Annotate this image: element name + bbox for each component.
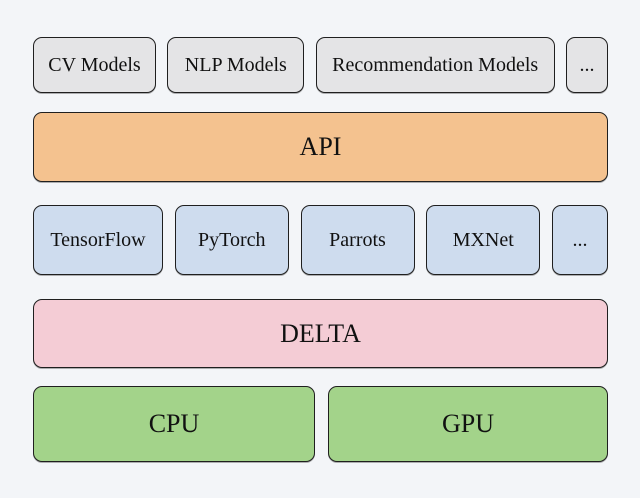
box-tensorflow: TensorFlow — [33, 205, 163, 275]
api-label: API — [299, 132, 342, 162]
cpu-label: CPU — [148, 409, 200, 439]
mxnet-label: MXNet — [452, 228, 514, 251]
frameworks-layer: TensorFlow PyTorch Parrots MXNet ... — [33, 205, 608, 275]
box-cpu: CPU — [33, 386, 315, 462]
box-recommendation-models: Recommendation Models — [315, 37, 555, 93]
box-gpu: GPU — [328, 386, 608, 462]
box-parrots: Parrots — [300, 205, 415, 275]
box-pytorch: PyTorch — [174, 205, 289, 275]
models-layer: CV Models NLP Models Recommendation Mode… — [33, 37, 608, 93]
recommendation-models-label: Recommendation Models — [332, 53, 539, 76]
box-frameworks-ellipsis: ... — [552, 205, 608, 275]
frameworks-ellipsis-label: ... — [572, 228, 588, 251]
nlp-models-label: NLP Models — [184, 53, 287, 76]
models-ellipsis-label: ... — [579, 53, 595, 76]
box-models-ellipsis: ... — [565, 37, 608, 93]
cv-models-label: CV Models — [48, 53, 141, 76]
hardware-layer: CPU GPU — [33, 386, 608, 462]
box-mxnet: MXNet — [426, 205, 541, 275]
box-nlp-models: NLP Models — [167, 37, 305, 93]
gpu-label: GPU — [441, 409, 494, 439]
delta-label: DELTA — [280, 318, 361, 348]
parrots-label: Parrots — [329, 228, 386, 251]
box-delta: DELTA — [33, 299, 608, 368]
pytorch-label: PyTorch — [198, 228, 266, 251]
box-api: API — [33, 112, 608, 182]
tensorflow-label: TensorFlow — [50, 228, 146, 251]
box-cv-models: CV Models — [33, 37, 156, 93]
